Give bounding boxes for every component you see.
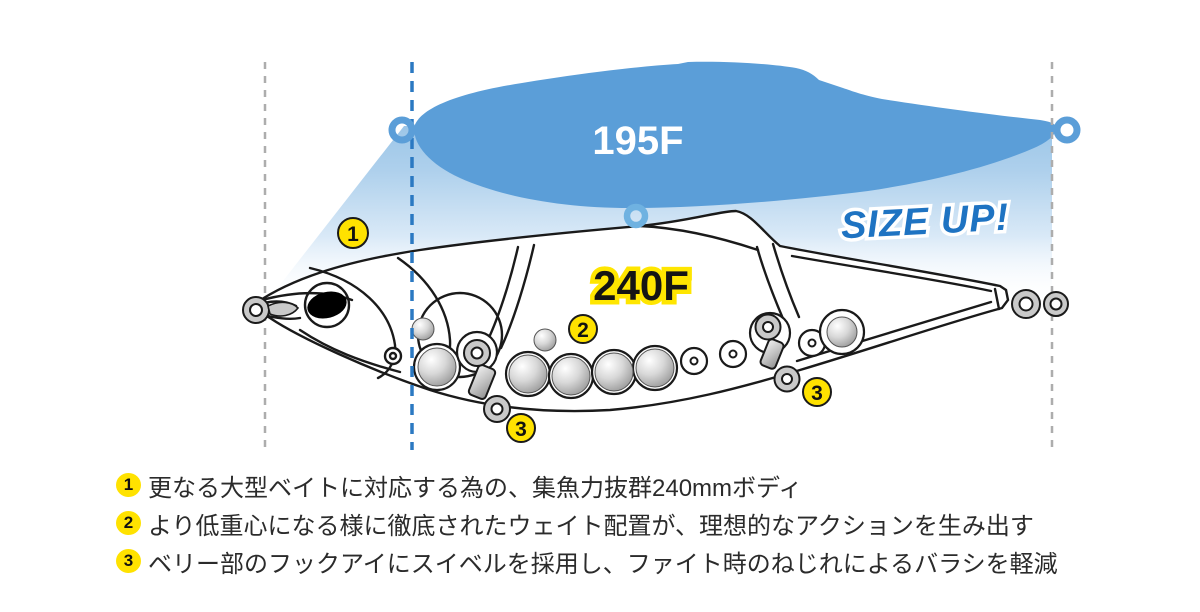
lure-195f-belly-eyelet [623, 203, 649, 229]
lure-195f-silhouette [414, 61, 1056, 209]
lure-195f-body [414, 61, 1056, 209]
rear-joint-line [771, 242, 801, 319]
legend-badge-1: 1 [116, 473, 141, 497]
weight-ball [826, 316, 858, 348]
eye-socket-line [303, 281, 351, 329]
label-195f: 195F [592, 119, 683, 163]
badge-3-front: 3 [506, 413, 536, 443]
feature-legend: 1 更なる大型ベイトに対応する為の、集魚力抜群240mmボディ 2 より低重心に… [116, 472, 1146, 586]
lure-195f-nose-eyelet [388, 116, 416, 144]
dorsal-line [638, 224, 760, 252]
legend-badge-3: 3 [116, 549, 141, 573]
svg-text:3: 3 [811, 382, 823, 405]
weight-balls [411, 316, 858, 396]
lure-195f-tail-eyelet [1053, 116, 1081, 144]
badge-2: 2 [568, 314, 598, 344]
lure-240f-nose-ring [242, 296, 300, 324]
weight-ball-small [411, 317, 435, 341]
legend-text-1: 更なる大型ベイトに対応する為の、集魚力抜群240mmボディ [148, 474, 803, 502]
diagram-badges: 1 2 3 3 [337, 217, 832, 443]
throat-line [298, 328, 402, 374]
weight-ball [551, 356, 591, 396]
svg-text:3: 3 [515, 418, 527, 441]
rear-swivel [754, 313, 801, 393]
lure-eye [307, 291, 347, 319]
tail-inner-line-top [790, 254, 993, 293]
front-joint-line [499, 243, 536, 350]
weight-ball [594, 352, 634, 392]
cheek-pivot-hole [388, 351, 398, 361]
rear-joint-line [755, 245, 786, 323]
svg-text:2: 2 [577, 319, 589, 342]
tail-end-notch [993, 287, 1001, 311]
weight-ball [508, 354, 548, 394]
channel-holes [689, 338, 817, 366]
legend-text-2: より低重心になる様に徹底されたウェイト配置が、理想的なアクションを生み出す [148, 512, 1034, 540]
weight-ball-small [533, 328, 557, 352]
label-240f: 240F [593, 262, 689, 309]
lure-240f-drawing [252, 209, 1010, 423]
weight-ball [635, 348, 675, 388]
badge-3-rear: 3 [802, 377, 832, 407]
legend-item-1: 1 更なる大型ベイトに対応する為の、集魚力抜群240mmボディ [116, 472, 1146, 502]
svg-text:1: 1 [347, 223, 359, 246]
front-swivel [463, 339, 511, 423]
diagram-canvas: 195F 240F SIZE UP! 1 2 3 3 [242, 61, 1081, 450]
weight-ball [417, 347, 457, 387]
lure-240f-tail-link [1011, 289, 1069, 319]
label-size-up: SIZE UP! [840, 197, 1010, 248]
legend-badge-2: 2 [116, 511, 141, 535]
badge-1: 1 [337, 217, 369, 249]
legend-item-3: 3 ベリー部のフックアイにスイベルを採用し、ファイト時のねじれによるバラシを軽減 [116, 548, 1146, 578]
legend-item-2: 2 より低重心になる様に徹底されたウェイト配置が、理想的なアクションを生み出す [116, 510, 1146, 540]
legend-text-3: ベリー部のフックアイにスイベルを採用し、ファイト時のねじれによるバラシを軽減 [148, 550, 1058, 578]
